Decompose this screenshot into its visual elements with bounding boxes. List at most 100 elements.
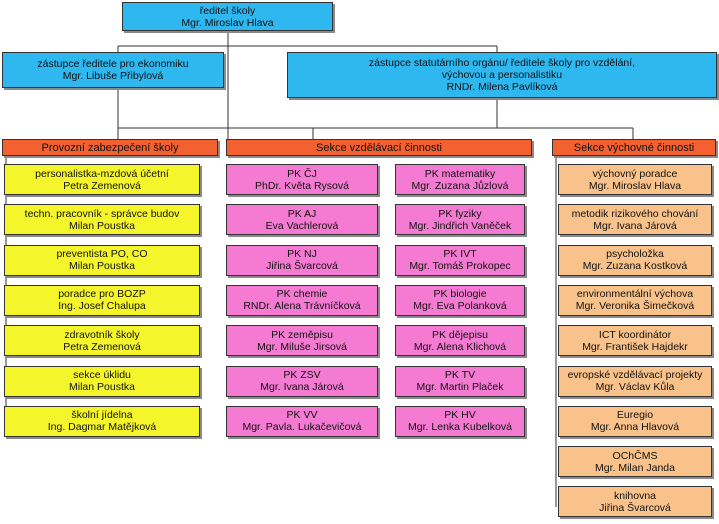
education-left-item-5-line-2: Mgr. Miluše Jirsová (257, 340, 347, 353)
operations-item-5-line-2: Petra Zemenová (63, 340, 141, 353)
education-left-item-1-line-1: PK ČJ (287, 167, 317, 180)
upbringing-item-5-line-1: ICT koordinátor (598, 328, 672, 341)
deputy-edu-box-line-1: zástupce statutárního orgánu/ ředitele š… (368, 57, 636, 69)
education-right-item-1-line-2: Mgr. Zuzana Jůzlová (411, 179, 509, 192)
upbringing-item-7-line-1: Euregio (616, 409, 654, 422)
upbringing-item-9-line-1: knihovna (613, 489, 657, 502)
education-left-item-7-line-1: PK VV (286, 409, 318, 422)
education-right-item-4-line-2: Mgr. Eva Polanková (413, 300, 507, 313)
operations-item-4-line-1: poradce pro BOZP (58, 288, 146, 301)
deputy-econ-box-line-2: Mgr. Libuše Přibylová (62, 70, 164, 82)
deputy-econ-box-line-1: zástupce ředitele pro ekonomiku (37, 58, 189, 70)
upbringing-item-4-line-2: Mgr. Veronika Šimečková (575, 300, 695, 313)
upbringing-item-6-line-2: Mgr. Václav Kůla (595, 381, 675, 393)
section-education-header: Sekce vzdělávací činnosti (226, 139, 532, 156)
operations-item-1-line-2: Petra Zemenová (63, 179, 141, 192)
section-operations-header: Provozní zabezpečení školy (2, 139, 218, 156)
section-upbringing-header: Sekce výchovné činnosti (552, 139, 716, 156)
upbringing-item-2-line-1: metodik rizikového chování (571, 207, 699, 220)
education-right-item-2-line-2: Mgr. Jindřich Vaněček (408, 219, 512, 232)
section-upbringing-header-line-1: Sekce výchovné činnosti (573, 141, 695, 154)
operations-item-3-line-1: preventista PO, CO (56, 248, 148, 261)
upbringing-item-3-line-2: Mgr. Zuzana Kostková (582, 260, 688, 273)
education-right-item-3-line-1: PK IVT (443, 248, 477, 261)
operations-item-1-line-1: personalistka-mzdová účetní (35, 167, 169, 180)
upbringing-item-1-line-2: Mgr. Miroslav Hlava (588, 179, 682, 192)
operations-item-2-line-2: Milan Poustka (69, 219, 135, 232)
deputy-edu-box: zástupce statutárního orgánu/ ředitele š… (287, 52, 717, 98)
deputy-edu-box-line-2: výchovou a personalistiku (441, 69, 563, 81)
education-left-item-4-line-2: RNDr. Alena Trávníčková (243, 300, 361, 313)
education-right-item-2-line-1: PK fyziky (438, 207, 482, 220)
director-box-line-2: Mgr. Miroslav Hlava (181, 16, 274, 29)
education-right-item-1-line-1: PK matematiky (424, 167, 496, 180)
section-education-header-line-1: Sekce vzdělávací činnosti (316, 141, 442, 154)
education-left-item-5-line-1: PK zeměpisu (271, 328, 333, 341)
education-right-item-5-line-2: Mgr. Alena Klichová (413, 340, 507, 353)
operations-item-3-line-2: Milan Poustka (69, 260, 135, 273)
education-right-item-7-line-1: PK HV (444, 409, 476, 422)
upbringing-item-7-line-2: Mgr. Anna Hlavová (590, 421, 680, 434)
upbringing-item-2-line-2: Mgr. Ivana Járová (593, 219, 677, 232)
deputy-edu-box-line-3: RNDr. Milena Pavlíková (446, 81, 558, 93)
education-right-item-6-line-1: PK TV (444, 369, 476, 381)
operations-item-4-line-2: Ing. Josef Chalupa (58, 300, 146, 313)
upbringing-item-3-line-1: psycholožka (606, 248, 664, 261)
education-right-item-4-line-1: PK biologie (433, 288, 487, 301)
operations-item-7-line-1: školní jídelna (71, 409, 133, 422)
education-right-item-7-line-2: Mgr. Lenka Kubelková (408, 421, 512, 434)
upbringing-item-4-line-1: environmentální výchova (576, 288, 694, 301)
upbringing-item-5-line-2: Mgr. František Hajdekr (582, 340, 688, 353)
upbringing-item-9-line-2: Jiřina Švarcová (599, 501, 671, 514)
director-box-line-1: ředitel školy (199, 4, 256, 17)
operations-item-7-line-2: Ing. Dagmar Matějková (47, 421, 157, 434)
education-left-item-4-line-1: PK chemie (276, 288, 328, 301)
education-left-item-3-line-2: Jiřina Švarcová (266, 260, 338, 273)
education-right-item-5-line-1: PK dějepisu (431, 328, 489, 341)
upbringing-item-8-line-1: OChČMS (612, 449, 658, 462)
section-operations-header-line-1: Provozní zabezpečení školy (41, 141, 179, 154)
operations-item-2-line-1: techn. pracovník - správce budov (24, 207, 180, 220)
education-left-item-6-line-2: Mgr. Ivana Járová (260, 381, 344, 393)
education-left-item-1-line-2: PhDr. Květa Rysová (255, 179, 349, 192)
upbringing-item-8-line-2: Mgr. Milan Janda (595, 461, 675, 474)
education-right-item-6-line-2: Mgr. Martin Plaček (416, 381, 504, 393)
upbringing-item-6-line-1: evropské vzdělávací projekty (567, 369, 703, 381)
education-left-item-2-line-1: PK AJ (287, 207, 317, 220)
education-right-item-3-line-2: Mgr. Tomáš Prokopec (409, 260, 511, 273)
operations-item-5-line-1: zdravotník školy (64, 328, 140, 341)
operations-item-6-line-1: sekce úklidu (73, 369, 131, 381)
education-left-item-7-line-2: Mgr. Pavla. Lukačevičová (242, 421, 362, 434)
education-left-item-2-line-2: Eva Vachlerová (265, 219, 339, 232)
